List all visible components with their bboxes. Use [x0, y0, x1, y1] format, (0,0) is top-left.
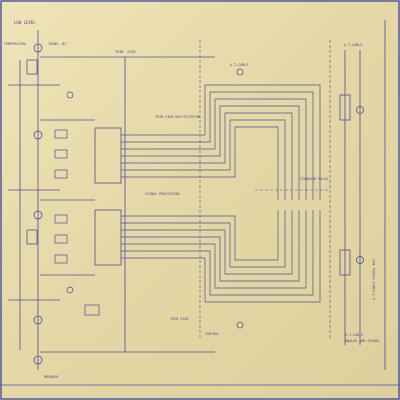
cable-routing-lower	[200, 210, 321, 303]
left-components	[54, 91, 100, 316]
note-right-low-2: ANALOG AND SIGNAL	[345, 339, 380, 343]
cable-routing-upper	[200, 84, 321, 200]
dashed-dividers	[199, 40, 331, 340]
note-center-note: SIGNAL PROCESSING	[145, 192, 180, 196]
left-bus	[8, 30, 60, 370]
terminal-block	[94, 57, 200, 352]
note-right-low: A.T.CABLE	[345, 333, 363, 337]
right-column	[236, 20, 386, 370]
note-bottom-left: BREAKER	[44, 375, 59, 379]
note-top-center: TRIM. SIGN.	[115, 50, 137, 54]
note-top-mid: A.T.CABLE	[230, 63, 248, 67]
note-top-right: A.T.CABLE	[344, 43, 362, 47]
note-center-label: TRIM SIGN NOTIFICATION	[155, 115, 200, 119]
note-top-left-3: TRANS. BY	[48, 42, 66, 46]
main-horizontal-buses	[40, 56, 215, 353]
note-top-left-2: TEMPERATURE	[4, 42, 26, 46]
note-rotated-right: A.T.CABLE SIGNAL BUS	[372, 259, 376, 300]
note-bottom-right: CONTROL	[205, 332, 219, 336]
note-top-left-1: LOW LEVEL	[14, 20, 36, 25]
note-bottom-center: TRIM SIGN	[170, 317, 188, 321]
note-right-mid: STANDARD RELAY	[300, 177, 329, 181]
